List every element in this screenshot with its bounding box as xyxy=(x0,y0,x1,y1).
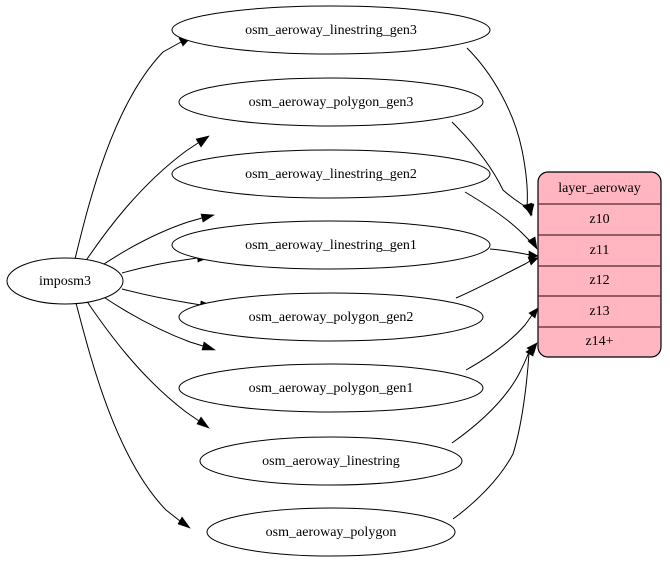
layer-row-z13[interactable]: z13 xyxy=(589,304,609,319)
node-osm_aeroway_linestring_gen1[interactable]: osm_aeroway_linestring_gen1 xyxy=(171,220,491,270)
edge-imposm3-to-linestring xyxy=(85,299,210,429)
node-imposm3[interactable]: imposm3 xyxy=(6,257,124,305)
edge-imposm3-to-polygon-gen3 xyxy=(84,135,210,263)
layer-row-z11[interactable]: z11 xyxy=(590,243,610,258)
node-layer_aeroway[interactable]: layer_aeroway z10 z11 z12 z13 z14+ xyxy=(537,171,662,358)
table-ellipse xyxy=(171,149,491,199)
table-ellipse xyxy=(206,507,456,557)
edge-group-tables-to-layer xyxy=(451,47,539,520)
imposm3-ellipse xyxy=(6,257,124,305)
layer-row-z10[interactable]: z10 xyxy=(589,212,609,227)
imposm3-label: imposm3 xyxy=(39,274,91,289)
layer-row-z14plus[interactable]: z14+ xyxy=(585,334,613,349)
edge-polygon-gen1-to-z13 xyxy=(465,307,539,371)
node-osm_aeroway_linestring_gen2[interactable]: osm_aeroway_linestring_gen2 xyxy=(171,149,491,199)
table-label: osm_aeroway_linestring_gen2 xyxy=(245,167,417,182)
node-osm_aeroway_polygon_gen3[interactable]: osm_aeroway_polygon_gen3 xyxy=(178,77,484,127)
table-label: osm_aeroway_linestring_gen1 xyxy=(245,238,417,253)
table-label: osm_aeroway_polygon_gen3 xyxy=(249,95,414,110)
table-ellipse xyxy=(178,77,484,127)
edge-imposm3-to-linestring-gen2 xyxy=(100,213,215,267)
layer-aeroway-box xyxy=(537,171,662,358)
node-osm_aeroway_linestring_gen3[interactable]: osm_aeroway_linestring_gen3 xyxy=(171,5,491,55)
table-label: osm_aeroway_linestring xyxy=(262,454,400,469)
node-osm_aeroway_polygon[interactable]: osm_aeroway_polygon xyxy=(206,507,456,557)
table-ellipse xyxy=(178,292,484,342)
table-ellipse xyxy=(178,363,484,413)
table-label: osm_aeroway_polygon xyxy=(266,525,397,540)
edge-imposm3-to-linestring-gen3 xyxy=(74,35,193,260)
edge-imposm3-to-polygon-gen1 xyxy=(101,295,216,351)
edge-linestring-gen2-to-z11 xyxy=(464,191,538,250)
node-osm_aeroway_polygon_gen1[interactable]: osm_aeroway_polygon_gen1 xyxy=(178,363,484,413)
table-label: osm_aeroway_polygon_gen2 xyxy=(249,310,414,325)
edge-imposm3-to-polygon xyxy=(75,302,191,529)
edge-linestring-gen3-to-z10 xyxy=(466,47,535,217)
table-ellipse xyxy=(171,5,491,55)
edge-polygon-gen2-to-z12 xyxy=(455,256,539,299)
table-label: osm_aeroway_linestring_gen3 xyxy=(245,23,417,38)
table-ellipse xyxy=(199,436,463,486)
table-label: osm_aeroway_polygon_gen1 xyxy=(249,381,414,396)
edge-polygon-gen3-to-z10 xyxy=(451,121,533,216)
layer-row-z12[interactable]: z12 xyxy=(589,273,609,288)
node-osm_aeroway_polygon_gen2[interactable]: osm_aeroway_polygon_gen2 xyxy=(178,292,484,342)
edge-polygon-to-z14 xyxy=(452,345,536,520)
table-ellipse xyxy=(171,220,491,270)
layer-aeroway-header: layer_aeroway xyxy=(558,181,640,196)
node-osm_aeroway_linestring[interactable]: osm_aeroway_linestring xyxy=(199,436,463,486)
